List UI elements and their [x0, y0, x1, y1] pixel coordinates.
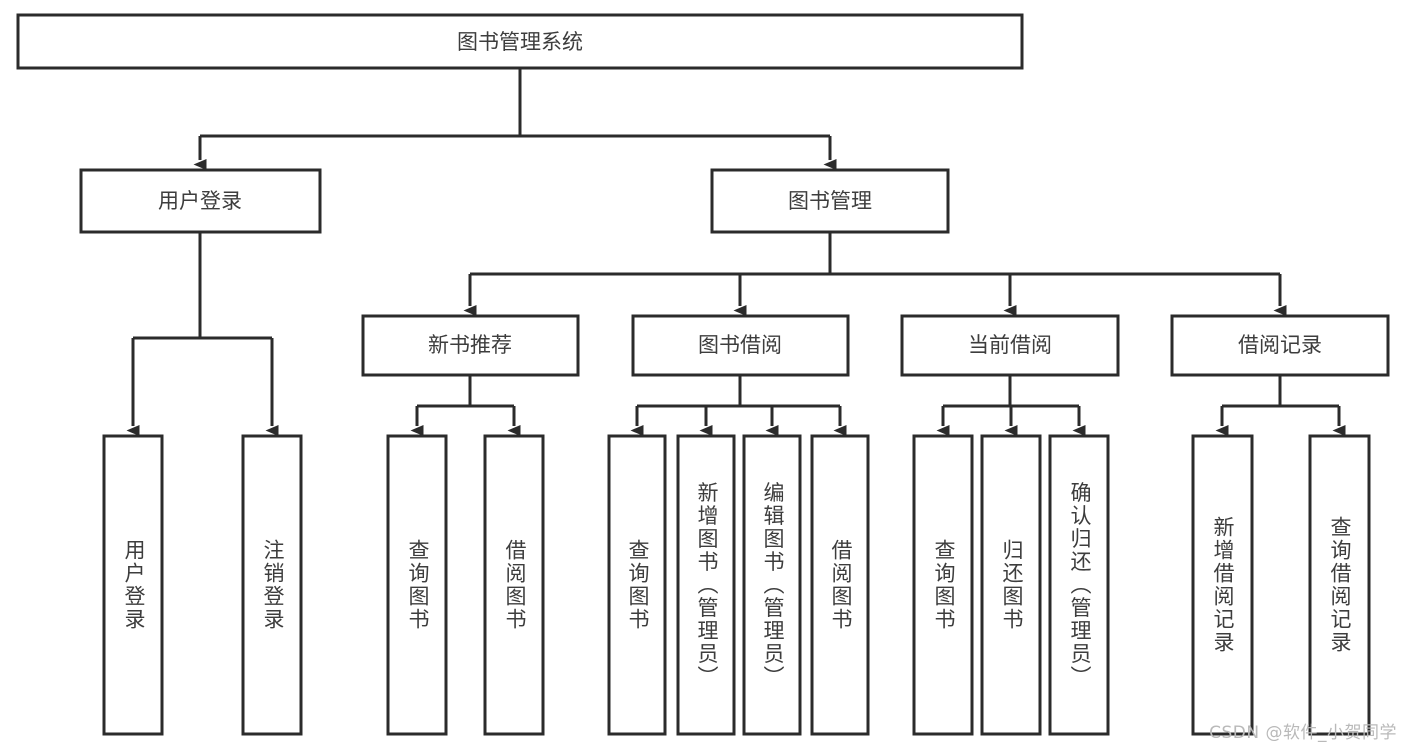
node-box-book-management[interactable]: [710, 168, 950, 234]
node-borrow-record[interactable]: 借阅记录: [1170, 314, 1390, 377]
leaf-node[interactable]: 查询图书: [912, 434, 974, 736]
node-box-leaf-query-book-newbook[interactable]: [386, 434, 448, 736]
node-box-leaf-query-book-borrow[interactable]: [607, 434, 667, 736]
node-box-leaf-borrow-book[interactable]: [810, 434, 870, 736]
node-label-leaf-user-login: 用户登录: [122, 539, 146, 631]
node-label-leaf-add-borrow-record: 新增借阅记录: [1211, 516, 1235, 654]
leaf-node[interactable]: 借阅图书: [483, 434, 545, 736]
node-label-book-management: 图书管理: [788, 189, 872, 213]
node-label-leaf-query-borrow-record: 查询借阅记录: [1328, 516, 1352, 654]
node-box-leaf-borrow-book-newbook[interactable]: [483, 434, 545, 736]
node-label-leaf-borrow-book-newbook: 借阅图书: [503, 539, 527, 631]
leaf-node[interactable]: 注销登录: [241, 434, 303, 736]
node-label-current-borrow: 当前借阅: [968, 333, 1052, 357]
node-box-user-login[interactable]: [79, 168, 322, 234]
node-label-leaf-edit-book-admin: 编辑图书（管理员）: [761, 482, 785, 689]
node-book-management[interactable]: 图书管理: [710, 168, 950, 234]
node-box-root[interactable]: [16, 13, 1024, 70]
node-label-borrow-record: 借阅记录: [1238, 333, 1322, 357]
connector-layer: [126, 68, 1346, 436]
node-label-user-login: 用户登录: [158, 189, 242, 213]
node-label-leaf-return-book: 归还图书: [1000, 539, 1024, 631]
leaf-node[interactable]: 新增图书（管理员）: [676, 434, 736, 736]
leaf-node[interactable]: 查询图书: [607, 434, 667, 736]
node-box-leaf-query-book-current[interactable]: [912, 434, 974, 736]
node-label-leaf-query-book-borrow: 查询图书: [626, 539, 650, 631]
leaf-node[interactable]: 查询借阅记录: [1308, 434, 1371, 736]
node-user-login[interactable]: 用户登录: [79, 168, 322, 234]
leaf-node[interactable]: 查询图书: [386, 434, 448, 736]
leaf-node[interactable]: 确认归还（管理员）: [1048, 434, 1110, 736]
node-label-book-borrow: 图书借阅: [698, 333, 782, 357]
node-label-leaf-query-book-current: 查询图书: [932, 539, 956, 631]
leaf-node[interactable]: 用户登录: [102, 434, 164, 736]
node-box-leaf-add-borrow-record[interactable]: [1191, 434, 1254, 736]
node-root-book-management-system[interactable]: 图书管理系统: [16, 13, 1024, 70]
node-label-leaf-query-book-newbook: 查询图书: [406, 539, 430, 631]
node-box-current-borrow[interactable]: [900, 314, 1120, 377]
node-box-new-book-recommend[interactable]: [361, 314, 580, 377]
node-label-leaf-confirm-return-admin: 确认归还（管理员）: [1068, 482, 1092, 689]
node-box-leaf-user-login[interactable]: [102, 434, 164, 736]
node-label-new-book-recommend: 新书推荐: [428, 333, 512, 357]
node-box-borrow-record[interactable]: [1170, 314, 1390, 377]
node-label-leaf-logout: 注销登录: [261, 539, 285, 631]
node-box-leaf-logout[interactable]: [241, 434, 303, 736]
node-label-leaf-add-book-admin: 新增图书（管理员）: [695, 482, 719, 689]
node-new-book-recommend[interactable]: 新书推荐: [361, 314, 580, 377]
node-label-leaf-borrow-book: 借阅图书: [829, 539, 853, 631]
leaf-node[interactable]: 归还图书: [980, 434, 1042, 736]
node-book-borrow[interactable]: 图书借阅: [631, 314, 850, 377]
node-current-borrow[interactable]: 当前借阅: [900, 314, 1120, 377]
leaf-node[interactable]: 新增借阅记录: [1191, 434, 1254, 736]
node-box-book-borrow[interactable]: [631, 314, 850, 377]
node-box-leaf-return-book[interactable]: [980, 434, 1042, 736]
node-box-leaf-confirm-return-admin[interactable]: [1048, 434, 1110, 736]
node-box-leaf-edit-book-admin[interactable]: [742, 434, 802, 736]
node-box-leaf-add-book-admin[interactable]: [676, 434, 736, 736]
node-box-leaf-query-borrow-record[interactable]: [1308, 434, 1371, 736]
node-label-root: 图书管理系统: [457, 30, 583, 54]
leaf-node[interactable]: 借阅图书: [810, 434, 870, 736]
leaf-node[interactable]: 编辑图书（管理员）: [742, 434, 802, 736]
